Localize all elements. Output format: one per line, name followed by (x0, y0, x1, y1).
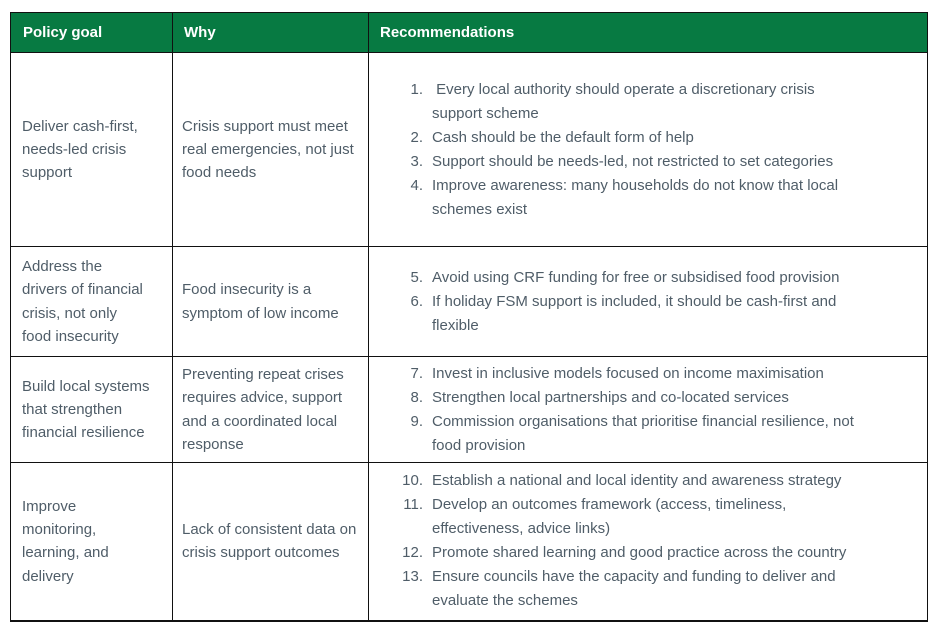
recommendation-item: 13. Ensure councils have the capacity an… (389, 565, 919, 613)
table-row: Build local systems that strengthen fina… (10, 356, 928, 463)
recommendation-number: 5. (410, 268, 423, 286)
recommendation-text: Avoid using CRF funding for free or subs… (432, 268, 840, 286)
why-cell: Lack of consistent data on crisis suppor… (172, 462, 369, 621)
recommendation-text: Establish a national and local identity … (432, 472, 842, 490)
why-cell: Food insecurity is a symptom of low inco… (172, 246, 369, 357)
recommendations-cell: 7. Invest in inclusive models focused on… (368, 356, 928, 463)
recommendation-text: Every local authority should operate a d… (432, 80, 819, 122)
recommendation-number: 6. (410, 292, 423, 310)
why-cell: Crisis support must meet real emergencie… (172, 52, 369, 247)
recommendation-item: 7. Invest in inclusive models focused on… (389, 362, 919, 386)
recommendation-number: 8. (410, 388, 423, 406)
recommendation-number: 1. (410, 80, 423, 98)
recommendation-number: 4. (410, 176, 423, 194)
policy-recommendations-table: Policy goal Why Recommendations Deliver … (10, 12, 928, 622)
recommendation-item: 3. Support should be needs-led, not rest… (389, 150, 919, 174)
recommendation-text: Commission organisations that prioritise… (432, 412, 859, 454)
column-header-policy-goal: Policy goal (10, 12, 173, 53)
recommendation-text: Ensure councils have the capacity and fu… (432, 568, 840, 610)
recommendation-number: 12. (402, 544, 423, 562)
recommendation-item: 5. Avoid using CRF funding for free or s… (389, 266, 919, 290)
column-header-recommendations: Recommendations (368, 12, 928, 53)
recommendation-text: Promote shared learning and good practic… (432, 544, 847, 562)
recommendation-number: 13. (402, 568, 423, 586)
why-cell: Preventing repeat crises requires advice… (172, 356, 369, 463)
recommendation-number: 7. (410, 364, 423, 382)
recommendation-text: Improve awareness: many households do no… (432, 176, 843, 218)
table-row: Deliver cash-first, needs-led crisis sup… (10, 52, 928, 247)
recommendation-item: 11. Develop an outcomes framework (acces… (389, 493, 919, 541)
recommendation-text: Invest in inclusive models focused on in… (432, 364, 824, 382)
recommendation-text: Strengthen local partnerships and co-loc… (432, 388, 789, 406)
recommendation-number: 10. (402, 472, 423, 490)
recommendation-text: Cash should be the default form of help (432, 128, 694, 146)
column-header-why: Why (172, 12, 369, 53)
recommendation-item: 10. Establish a national and local ident… (389, 469, 919, 493)
policy-goal-cell: Improve monitoring, learning, and delive… (10, 462, 173, 621)
header-row: Policy goal Why Recommendations (10, 12, 928, 53)
recommendation-item: 8. Strengthen local partnerships and co-… (389, 386, 919, 410)
recommendation-number: 11. (403, 496, 423, 514)
recommendations-cell: 5. Avoid using CRF funding for free or s… (368, 246, 928, 357)
recommendations-cell: 10. Establish a national and local ident… (368, 462, 928, 621)
policy-goal-cell: Address the drivers of financial crisis,… (10, 246, 173, 357)
table-row: Address the drivers of financial crisis,… (10, 246, 928, 357)
recommendation-item: 2. Cash should be the default form of he… (389, 126, 919, 150)
policy-goal-cell: Deliver cash-first, needs-led crisis sup… (10, 52, 173, 247)
recommendation-item: 6. If holiday FSM support is included, i… (389, 290, 919, 338)
recommendation-number: 2. (410, 128, 423, 146)
table-row: Improve monitoring, learning, and delive… (10, 462, 928, 621)
recommendation-number: 9. (410, 412, 423, 430)
recommendations-cell: 1. Every local authority should operate … (368, 52, 928, 247)
recommendation-item: 12. Promote shared learning and good pra… (389, 541, 919, 565)
recommendation-item: 9. Commission organisations that priorit… (389, 410, 919, 458)
recommendation-item: 4. Improve awareness: many households do… (389, 174, 919, 222)
recommendation-item: 1. Every local authority should operate … (389, 78, 919, 126)
recommendation-text: Support should be needs-led, not restric… (432, 152, 834, 170)
recommendation-text: If holiday FSM support is included, it s… (432, 292, 841, 334)
policy-goal-cell: Build local systems that strengthen fina… (10, 356, 173, 463)
recommendation-number: 3. (410, 152, 423, 170)
recommendation-text: Develop an outcomes framework (access, t… (432, 496, 791, 538)
